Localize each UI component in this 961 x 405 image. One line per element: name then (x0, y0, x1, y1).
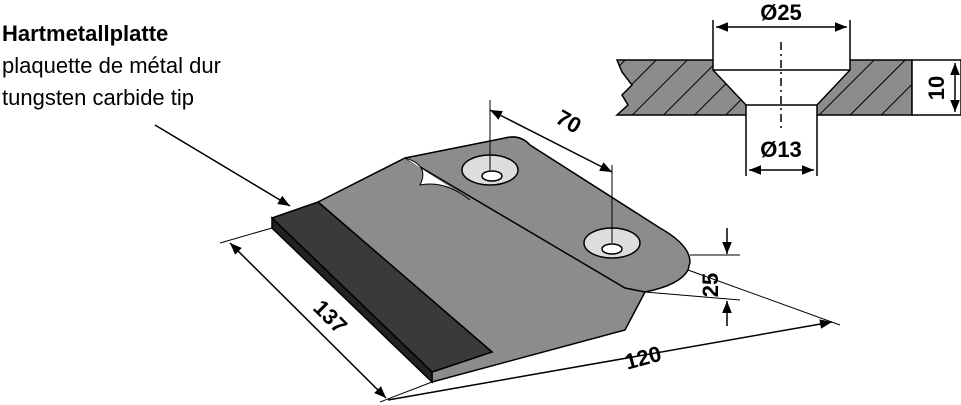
label-french: plaquette de métal dur (2, 53, 221, 78)
dim-thickness: 10 (924, 76, 949, 100)
dimension-height: 25 (644, 228, 741, 326)
svg-text:137: 137 (308, 295, 352, 339)
svg-text:25: 25 (698, 273, 723, 297)
label-german: Hartmetallplatte (2, 21, 169, 46)
dim-countersink: Ø25 (760, 0, 802, 25)
svg-text:120: 120 (622, 341, 664, 375)
svg-text:70: 70 (552, 105, 586, 139)
leader-arrow (154, 124, 291, 207)
countersink-section (615, 20, 961, 176)
dim-hole: Ø13 (760, 137, 802, 162)
label-english: tungsten carbide tip (2, 85, 195, 110)
